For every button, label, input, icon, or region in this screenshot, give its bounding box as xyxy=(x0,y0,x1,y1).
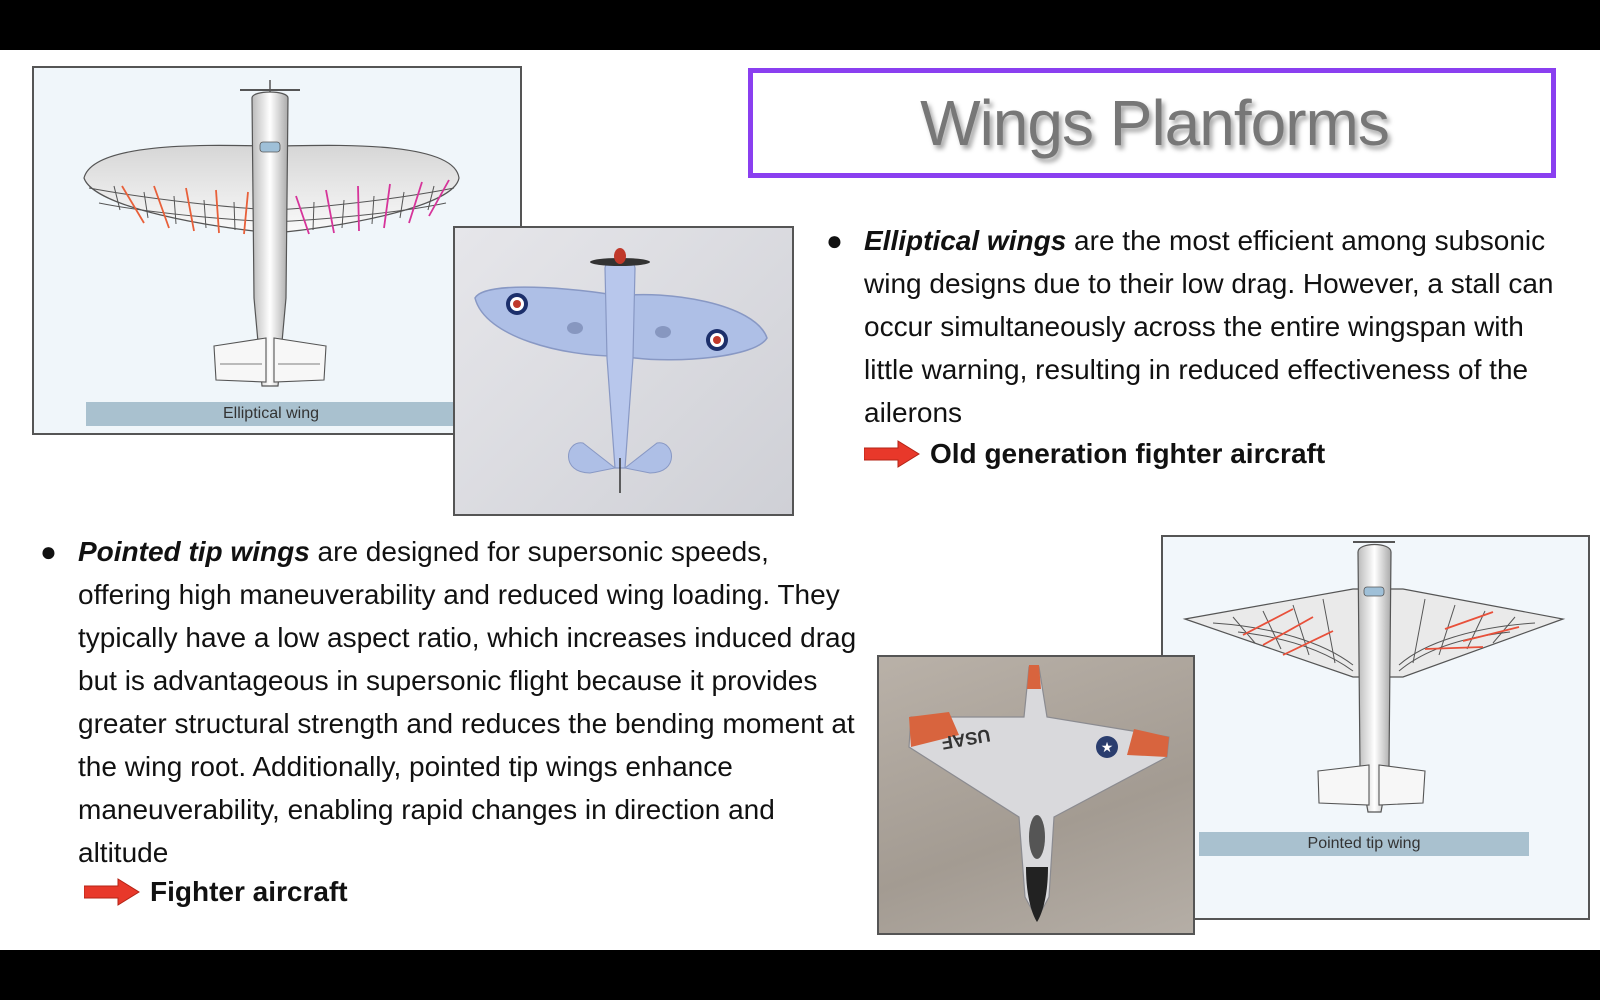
elliptical-wing-diagram: Elliptical wing xyxy=(32,66,522,435)
elliptical-conclusion: Old generation fighter aircraft xyxy=(864,438,1325,470)
elliptical-text: are the most efficient among subsonic wi… xyxy=(864,225,1554,428)
pointed-wing-svg xyxy=(1182,541,1566,813)
pointed-wing-caption: Pointed tip wing xyxy=(1199,832,1529,856)
delta-jet-photo: ★ USAF xyxy=(877,655,1195,935)
elliptical-conclusion-text: Old generation fighter aircraft xyxy=(930,438,1326,469)
slide: Wings Planforms xyxy=(0,50,1600,950)
delta-jet-svg: ★ USAF xyxy=(908,665,1170,922)
pointed-conclusion: Fighter aircraft xyxy=(84,876,348,908)
pointed-conclusion-text: Fighter aircraft xyxy=(150,876,348,907)
slide-title: Wings Planforms xyxy=(920,87,1390,159)
spitfire-svg xyxy=(474,248,768,493)
pointed-lead: Pointed tip wings xyxy=(78,536,310,567)
pointed-description: ● Pointed tip wings are designed for sup… xyxy=(40,530,868,874)
pointed-wing-diagram: Pointed tip wing xyxy=(1161,535,1590,920)
elliptical-wing-caption: Elliptical wing xyxy=(86,402,456,426)
arrow-right-icon xyxy=(864,440,920,468)
bullet-icon: ● xyxy=(826,225,843,256)
arrow-right-icon xyxy=(84,878,140,906)
svg-text:★: ★ xyxy=(1101,740,1114,756)
elliptical-lead: Elliptical wings xyxy=(864,225,1067,256)
bullet-icon: ● xyxy=(40,536,57,567)
title-box: Wings Planforms xyxy=(748,68,1556,178)
spitfire-photo xyxy=(453,226,794,516)
pointed-text: are designed for supersonic speeds, offe… xyxy=(78,536,857,868)
elliptical-wing-svg xyxy=(83,80,460,387)
elliptical-description: ● Elliptical wings are the most efficien… xyxy=(826,219,1564,434)
